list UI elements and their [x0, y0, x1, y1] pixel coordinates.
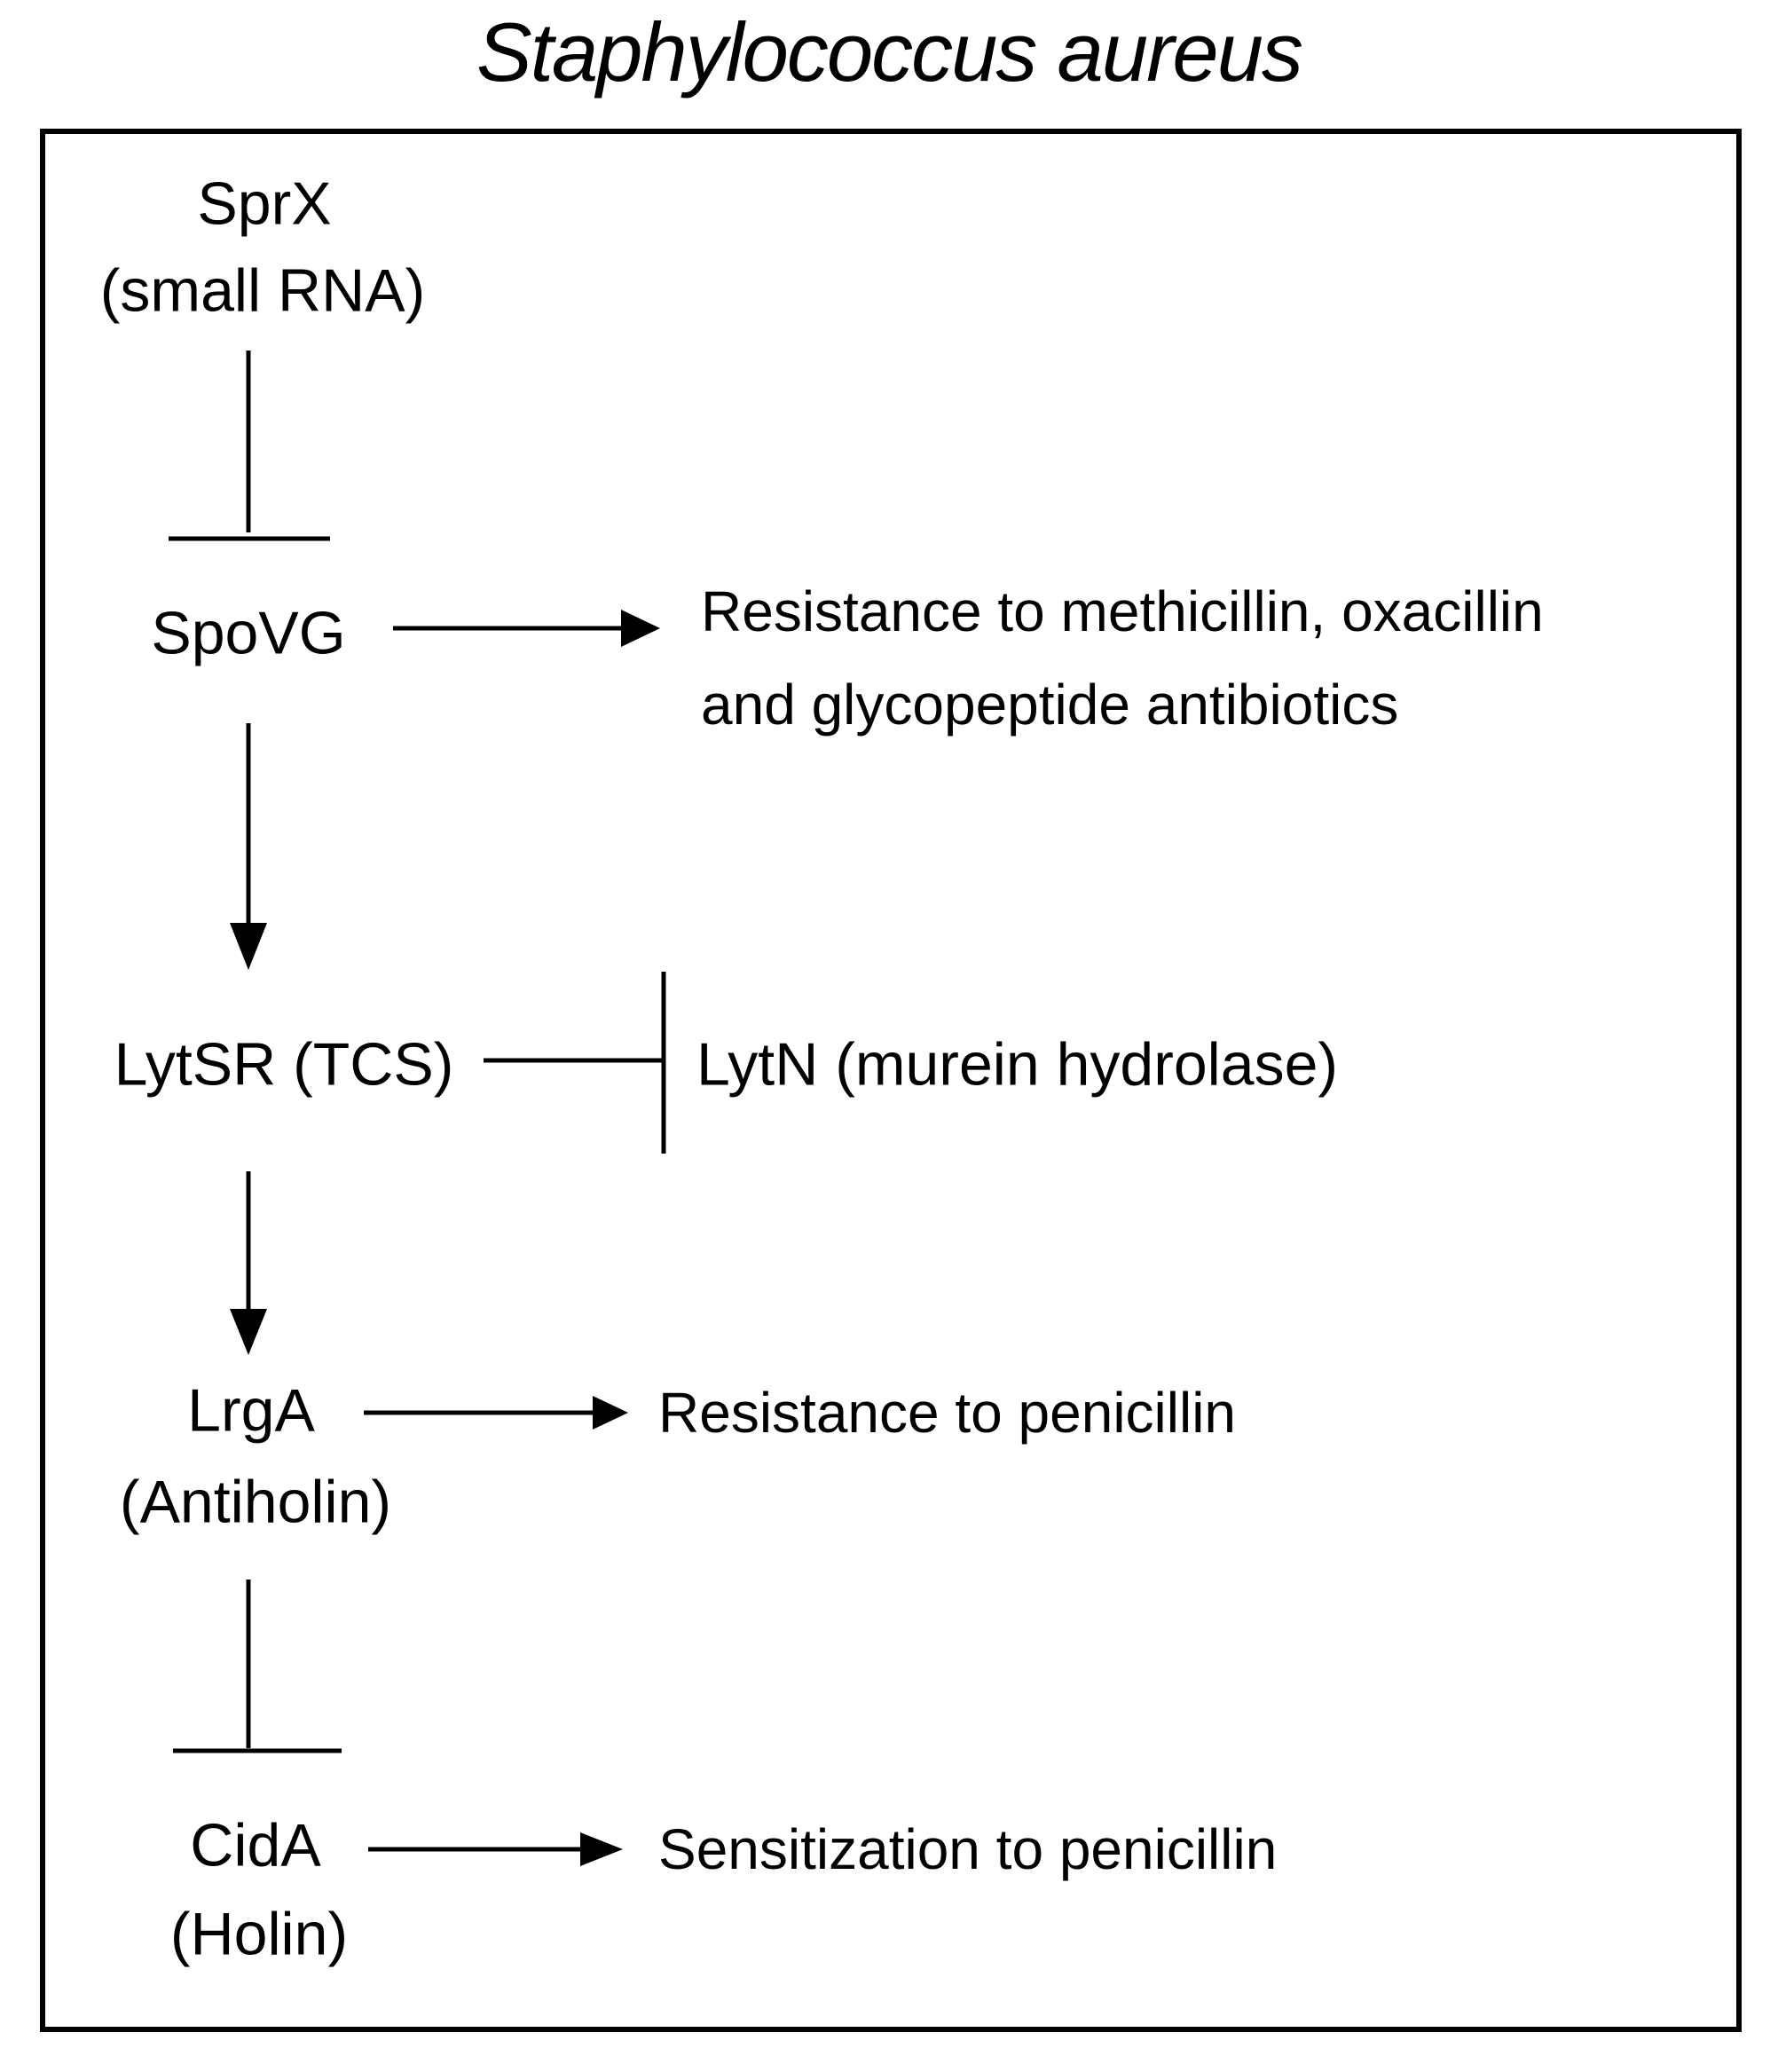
- arrow-spovg-to-lytsr: [230, 723, 267, 970]
- arrow-lytsr-to-lrga: [230, 1171, 267, 1355]
- arrow-cida-to-sensitization: [368, 1832, 623, 1866]
- node-sprx: SprX: [197, 169, 332, 238]
- inhibition-tbar-sprx-to-spovg: [169, 351, 330, 541]
- node-lytn: LytN (murein hydrolase): [696, 1030, 1339, 1099]
- arrow-spovg-to-resistance: [393, 610, 660, 647]
- node-lrga-sublabel: (Antiholin): [119, 1468, 392, 1536]
- arrowhead-spovg-resistance: [621, 610, 660, 647]
- inhibition-tbar-lytsr-to-lytn: [484, 972, 666, 1154]
- arrowhead-lytsr-lrga: [230, 1309, 267, 1355]
- node-lrga: LrgA: [187, 1376, 315, 1445]
- diagram-border-box: [40, 129, 1742, 2032]
- outcome-spovg-line2: and glycopeptide antibiotics: [701, 673, 1399, 737]
- outcome-cida-sensitization: Sensitization to penicillin: [658, 1816, 1278, 1881]
- node-lytsr: LytSR (TCS): [114, 1030, 454, 1099]
- arrowhead-cida-sensitization: [580, 1832, 623, 1866]
- node-cida: CidA: [190, 1811, 321, 1879]
- arrowhead-spovg-lytsr: [230, 923, 267, 970]
- arrowhead-lrga-resistance: [593, 1396, 628, 1430]
- inhibition-tbar-lrga-to-cida: [173, 1580, 342, 1753]
- node-sprx-sublabel: (small RNA): [99, 256, 426, 325]
- node-spovg: SpoVG: [151, 599, 346, 667]
- arrow-lrga-to-resistance: [364, 1396, 628, 1430]
- outcome-spovg-resistance: Resistance to methicillin, oxacillin and…: [701, 565, 1544, 752]
- outcome-spovg-line1: Resistance to methicillin, oxacillin: [701, 579, 1544, 643]
- outcome-lrga-resistance: Resistance to penicillin: [658, 1380, 1236, 1445]
- diagram-title: Staphylococcus aureus: [476, 5, 1303, 98]
- node-cida-sublabel: (Holin): [169, 1900, 349, 1968]
